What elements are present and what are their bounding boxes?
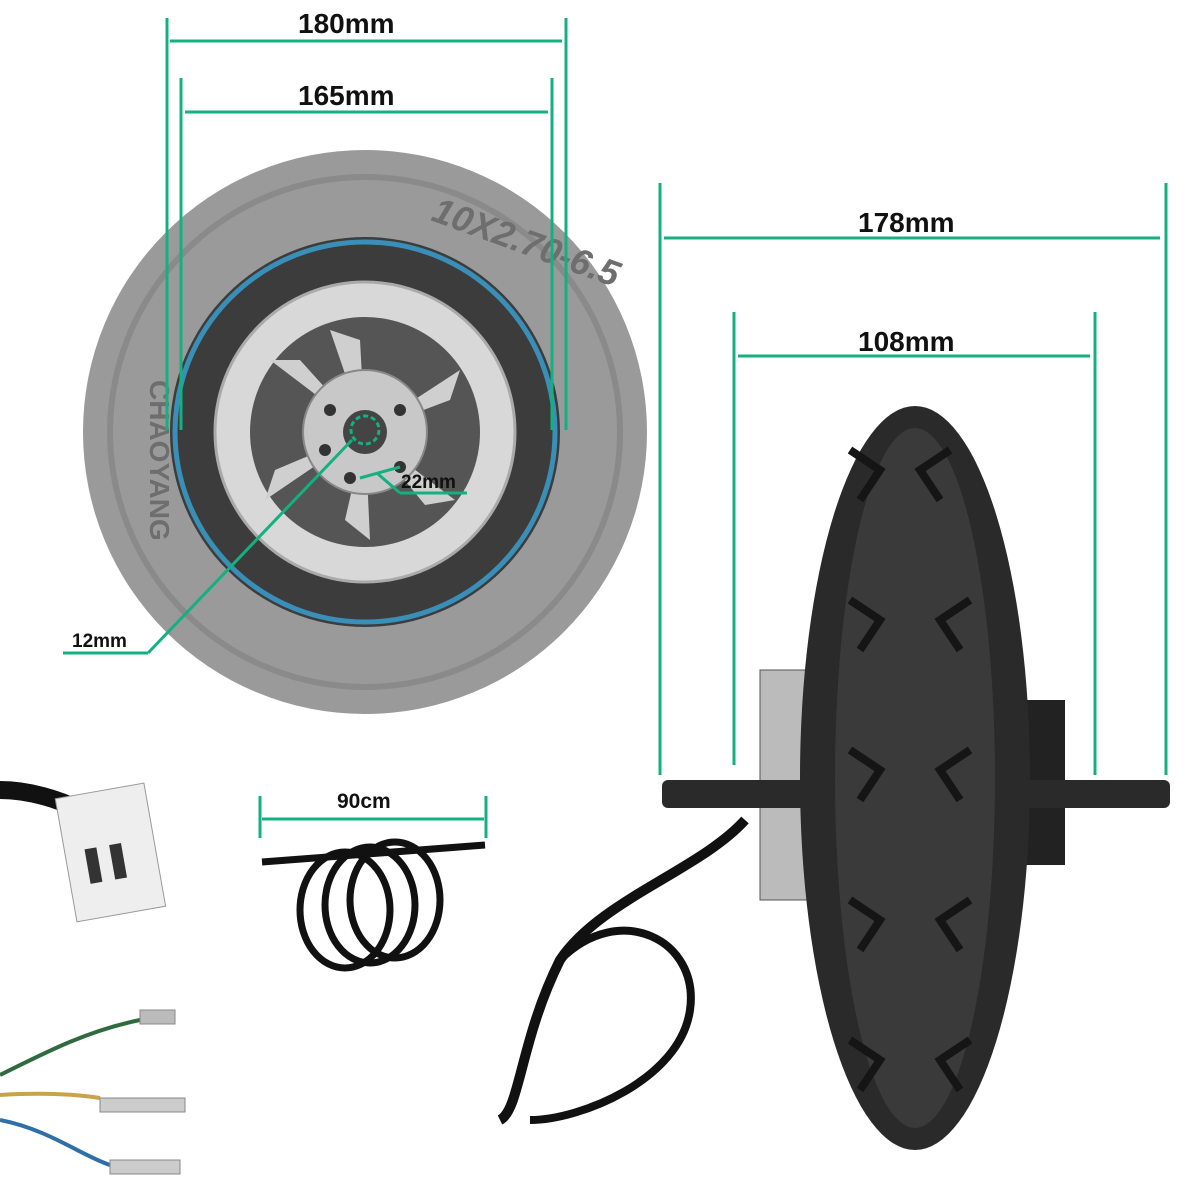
motor-cable bbox=[497, 816, 749, 1125]
tread-pattern bbox=[847, 446, 973, 1093]
tire-diameter-label: 180mm bbox=[298, 8, 395, 39]
cable-length-label: 90cm bbox=[337, 790, 391, 813]
axle-diameter-label: 12mm bbox=[72, 631, 127, 652]
side-wheel-view bbox=[497, 406, 1170, 1150]
hub-width-label: 108mm bbox=[858, 326, 955, 357]
cable-coil-icon bbox=[261, 838, 486, 972]
axle-length-label: 178mm bbox=[858, 207, 955, 238]
dimension-lines bbox=[63, 18, 1168, 838]
tire-brand-marking: CHAOYANG bbox=[144, 380, 175, 541]
connector-plug bbox=[0, 781, 167, 923]
rim-diameter-label: 165mm bbox=[298, 80, 395, 111]
hall-wires bbox=[0, 1009, 186, 1175]
rim-outline bbox=[172, 239, 558, 625]
bolt-spacing-label: 22mm bbox=[401, 472, 456, 493]
